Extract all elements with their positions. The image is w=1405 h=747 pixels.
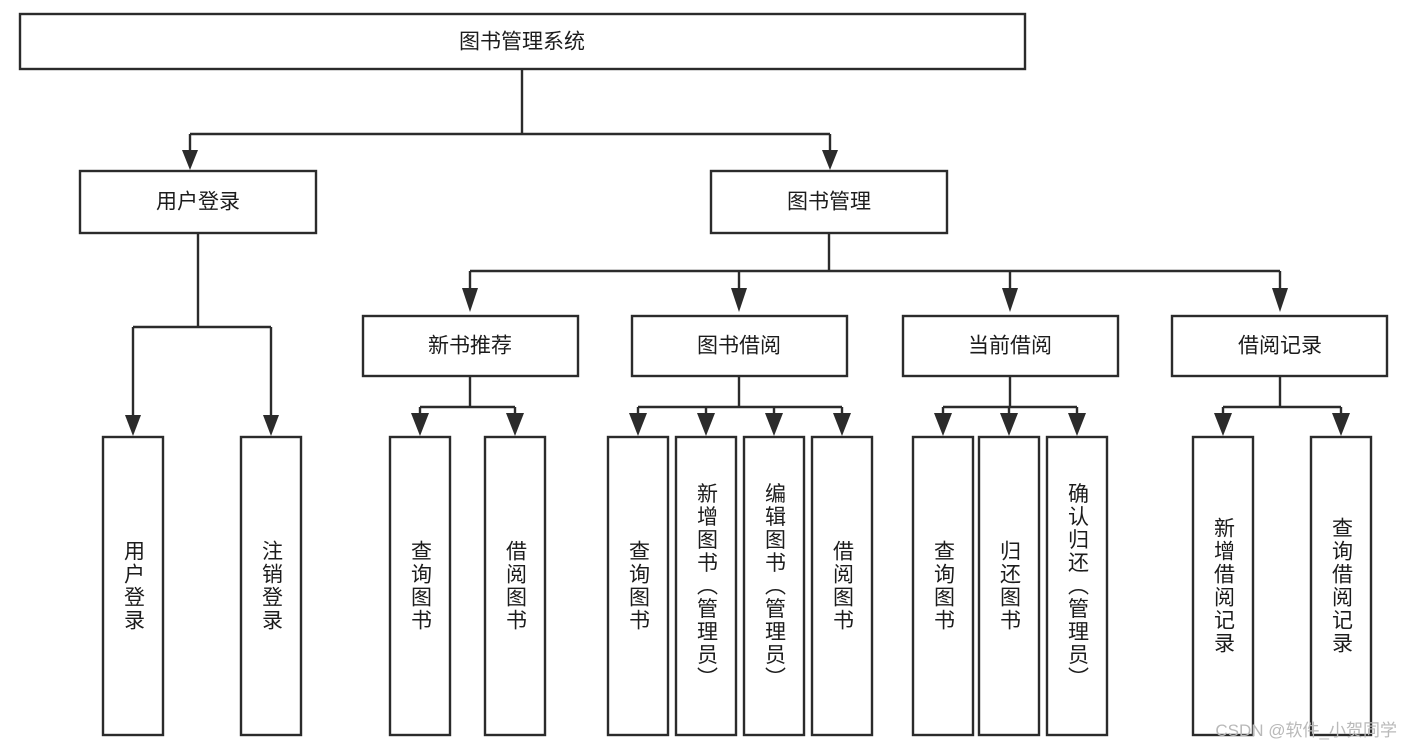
node-leaf-query-record-label: 查询借阅记录 <box>1330 517 1354 655</box>
node-leaf-return-book[interactable]: 归还图书 <box>977 435 1041 737</box>
node-leaf-query-book-2-label: 查询图书 <box>627 540 651 632</box>
connector-records-to-leaves <box>1221 376 1343 417</box>
arrow-head-current <box>1002 288 1018 312</box>
arrow-head-leaf-borrow-book-2 <box>833 413 851 436</box>
node-root-label: 图书管理系统 <box>459 31 585 54</box>
node-leaf-borrow-book-1-label: 借阅图书 <box>504 540 528 632</box>
node-leaf-add-record-box[interactable] <box>1191 435 1255 737</box>
node-leaf-confirm-return-label: 确认归还（管理员） <box>1066 483 1090 690</box>
node-leaf-add-book-label: 新增图书（管理员） <box>695 483 719 690</box>
arrow-head-leaf-return-book <box>1000 413 1018 436</box>
connector-login-to-leaves <box>131 233 273 417</box>
connector-current-to-leaves <box>941 376 1079 417</box>
node-leaf-add-book[interactable]: 新增图书（管理员） <box>674 435 738 737</box>
node-leaf-query-book-2-box[interactable] <box>606 435 670 737</box>
node-leaf-query-book-1[interactable]: 查询图书 <box>388 435 452 737</box>
node-leaf-confirm-return-box[interactable] <box>1045 435 1109 737</box>
node-leaf-query-book-3-box[interactable] <box>911 435 975 737</box>
node-borrow-label: 图书借阅 <box>697 335 781 358</box>
node-records-label: 借阅记录 <box>1238 335 1322 358</box>
arrow-head-leaf-user-login <box>125 415 141 436</box>
node-leaf-borrow-book-2-label: 借阅图书 <box>831 540 855 632</box>
node-current[interactable]: 当前借阅 <box>901 314 1120 378</box>
node-leaf-query-book-1-label: 查询图书 <box>409 540 433 632</box>
node-records-box[interactable] <box>1170 314 1389 378</box>
connector-group-login <box>125 233 279 436</box>
arrow-head-bookmgmt <box>822 150 838 170</box>
arrow-head-leaf-add-record <box>1214 413 1232 436</box>
arrow-head-leaf-confirm-return <box>1068 413 1086 436</box>
node-bookmgmt[interactable]: 图书管理 <box>709 169 949 235</box>
arrow-head-newbook <box>462 288 478 312</box>
node-borrow[interactable]: 图书借阅 <box>630 314 849 378</box>
arrow-head-records <box>1272 288 1288 312</box>
node-records[interactable]: 借阅记录 <box>1170 314 1389 378</box>
node-root-box[interactable] <box>18 12 1027 71</box>
arrow-head-borrow <box>731 288 747 312</box>
arrow-head-leaf-borrow-book-1 <box>506 413 524 436</box>
arrow-head-leaf-user-logout <box>263 415 279 436</box>
connector-group-newbook <box>411 376 524 436</box>
node-leaf-borrow-book-2[interactable]: 借阅图书 <box>810 435 874 737</box>
connector-newbook-to-leaves <box>418 376 517 417</box>
arrow-head-login <box>182 150 198 170</box>
node-leaf-user-logout-box[interactable] <box>239 435 303 737</box>
connector-root-to-level2 <box>188 69 832 152</box>
connector-group-records <box>1214 376 1350 436</box>
node-leaf-edit-book[interactable]: 编辑图书（管理员） <box>742 435 806 737</box>
connector-group-current <box>934 376 1086 436</box>
node-leaf-add-record-label: 新增借阅记录 <box>1212 517 1236 655</box>
node-bookmgmt-label: 图书管理 <box>787 191 871 214</box>
node-leaf-user-logout[interactable]: 注销登录 <box>239 435 303 737</box>
node-leaf-user-login-label: 用户登录 <box>122 540 146 632</box>
node-leaf-borrow-book-2-box[interactable] <box>810 435 874 737</box>
node-leaf-query-book-3[interactable]: 查询图书 <box>911 435 975 737</box>
arrow-head-leaf-query-book-2 <box>629 413 647 436</box>
node-leaf-user-logout-label: 注销登录 <box>260 540 284 632</box>
node-bookmgmt-box[interactable] <box>709 169 949 235</box>
node-leaf-edit-book-label: 编辑图书（管理员） <box>763 483 787 690</box>
arrow-head-leaf-query-record <box>1332 413 1350 436</box>
node-leaf-confirm-return[interactable]: 确认归还（管理员） <box>1045 435 1109 737</box>
node-newbook[interactable]: 新书推荐 <box>361 314 580 378</box>
node-login-label: 用户登录 <box>156 191 240 214</box>
node-leaf-query-book-3-label: 查询图书 <box>932 540 956 632</box>
node-leaf-return-book-box[interactable] <box>977 435 1041 737</box>
node-login-box[interactable] <box>78 169 318 235</box>
node-newbook-box[interactable] <box>361 314 580 378</box>
arrow-head-leaf-edit-book <box>765 413 783 436</box>
arrow-head-leaf-query-book-1 <box>411 413 429 436</box>
node-leaf-user-login[interactable]: 用户登录 <box>101 435 165 737</box>
arrow-head-leaf-query-book-3 <box>934 413 952 436</box>
node-leaf-query-record[interactable]: 查询借阅记录 <box>1309 435 1373 737</box>
node-borrow-box[interactable] <box>630 314 849 378</box>
node-leaf-query-book-2[interactable]: 查询图书 <box>606 435 670 737</box>
connector-group-bookmgmt <box>462 233 1288 312</box>
arrow-head-leaf-add-book <box>697 413 715 436</box>
node-login[interactable]: 用户登录 <box>78 169 318 235</box>
connector-borrow-to-leaves <box>636 376 844 417</box>
node-leaf-add-book-box[interactable] <box>674 435 738 737</box>
connector-group-borrow <box>629 376 851 436</box>
node-leaf-return-book-label: 归还图书 <box>998 540 1022 632</box>
node-leaf-query-record-box[interactable] <box>1309 435 1373 737</box>
node-current-label: 当前借阅 <box>968 335 1052 358</box>
node-newbook-label: 新书推荐 <box>428 335 512 358</box>
connector-group-root <box>182 69 838 170</box>
node-leaf-edit-book-box[interactable] <box>742 435 806 737</box>
node-leaf-borrow-book-1[interactable]: 借阅图书 <box>483 435 547 737</box>
node-leaf-query-book-1-box[interactable] <box>388 435 452 737</box>
node-root[interactable]: 图书管理系统 <box>18 12 1027 71</box>
node-leaf-borrow-book-1-box[interactable] <box>483 435 547 737</box>
connector-bookmgmt-to-level3 <box>468 233 1282 290</box>
node-current-box[interactable] <box>901 314 1120 378</box>
node-leaf-user-login-box[interactable] <box>101 435 165 737</box>
node-leaf-add-record[interactable]: 新增借阅记录 <box>1191 435 1255 737</box>
